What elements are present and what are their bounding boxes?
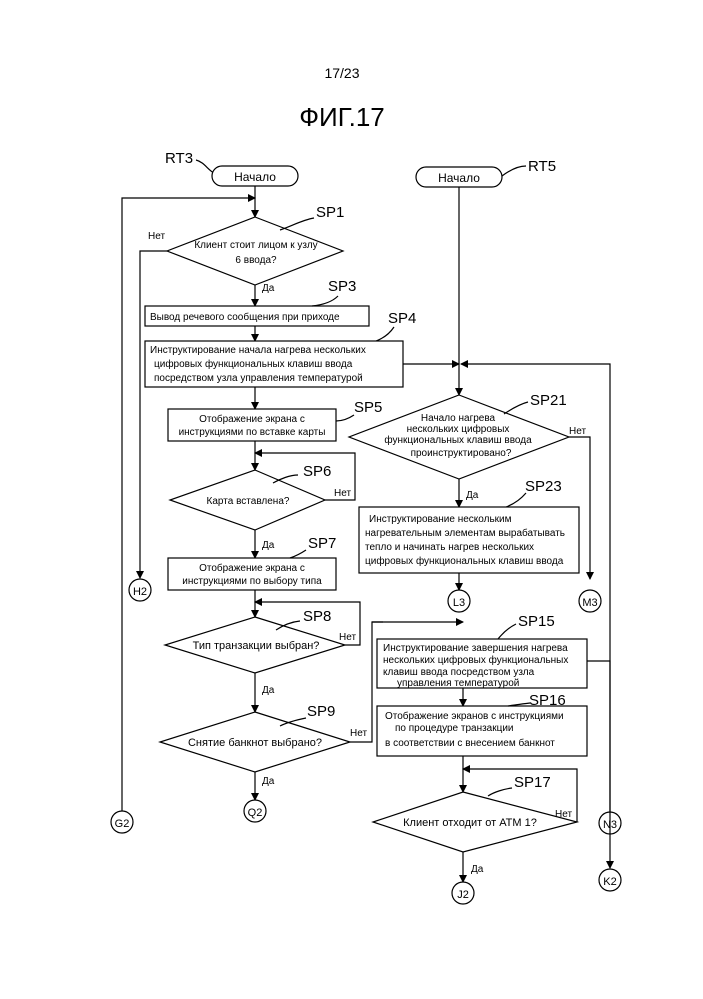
sp1-leader <box>280 218 314 230</box>
sp1-no-to-h2 <box>140 251 167 578</box>
routine-rt3-label: RT3 <box>165 150 193 167</box>
start-label-left: Начало <box>234 170 276 184</box>
rt5-leader-line <box>502 166 526 176</box>
sp17-text-line1: Клиент отходит от АТМ 1? <box>403 817 537 829</box>
sp21-no-label: Нет <box>569 426 586 437</box>
sp9-text-line1: Снятие банкнот выбрано? <box>188 737 322 749</box>
sp4-leader <box>376 327 394 341</box>
sp5-text-line1: Отображение экрана с <box>199 413 305 425</box>
sp5-leader <box>336 415 354 421</box>
routine-rt5-label: RT5 <box>528 158 556 175</box>
sp6-yes-label: Да <box>262 540 275 551</box>
sp1-text-line2: 6 ввода? <box>235 255 277 266</box>
rt3-leader-line <box>196 160 214 173</box>
connector-m3-label: M3 <box>582 597 597 609</box>
connector-g2-label: G2 <box>115 818 130 830</box>
sp1-yes-label: Да <box>262 283 275 294</box>
sp23-text-line1: Инструктирование нескольким <box>369 514 512 525</box>
sp5-step-id: SP5 <box>354 399 382 416</box>
sp1-no-label: Нет <box>148 231 165 242</box>
sp21-text-line4: проинструктировано? <box>411 448 512 459</box>
sp17-no-label: Нет <box>555 809 572 820</box>
figure-title: ФИГ.17 <box>299 102 385 132</box>
sp9-no-label: Нет <box>350 728 367 739</box>
connector-q2-label: Q2 <box>248 807 263 819</box>
sp15-text-line3: клавиш ввода посредством узла <box>383 667 535 678</box>
sp21-leader <box>504 402 528 414</box>
sp15-leader <box>498 624 516 639</box>
connector-k2-label: K2 <box>603 876 616 888</box>
sp3-step-id: SP3 <box>328 278 356 295</box>
sp16-step-id: SP16 <box>529 692 566 709</box>
sp21-text-line3: функциональных клавиш ввода <box>384 434 532 446</box>
sp9-step-id: SP9 <box>307 703 335 720</box>
sp7-text-line1: Отображение экрана с <box>199 562 305 574</box>
sp15-to-k2 <box>587 661 610 868</box>
sp21-text-line2: нескольких цифровых <box>407 423 510 435</box>
sp15-text-line1: Инструктирование завершения нагрева <box>383 643 568 654</box>
sp7-text-line2: инструкциями по выбору типа <box>182 575 322 587</box>
sp6-step-id: SP6 <box>303 463 331 480</box>
sp23-text-line3: тепло и начинать нагрев нескольких <box>365 542 534 553</box>
sp15-text-line4: управления температурой <box>397 678 519 689</box>
sp3-leader <box>312 296 338 306</box>
sp17-leader <box>488 788 512 796</box>
sp5-text-line2: инструкциями по вставке карты <box>179 427 326 438</box>
sp7-step-id: SP7 <box>308 535 336 552</box>
sp23-text-line4: цифровых функциональных клавиш ввода <box>365 555 564 567</box>
sp23-leader <box>506 493 526 507</box>
sp21-step-id: SP21 <box>530 392 567 409</box>
sp17-step-id: SP17 <box>514 774 551 791</box>
sp16-text-line3: в соответствии с внесением банкнот <box>385 737 555 749</box>
sp6-text-line1: Карта вставлена? <box>207 496 290 507</box>
sp16-text-line2: по процедуре транзакции <box>395 723 514 734</box>
sp23-step-id: SP23 <box>525 478 562 495</box>
sp23-text-line2: нагревательным элементам вырабатывать <box>365 527 565 539</box>
sp1-text-line1: Клиент стоит лицом к узлу <box>194 240 317 251</box>
sp21-text-line1: Начало нагрева <box>421 413 496 424</box>
page-number: 17/23 <box>324 65 359 81</box>
sp17-yes-label: Да <box>471 864 484 875</box>
sp4-step-id: SP4 <box>388 310 416 327</box>
sp15-text-line2: нескольких цифровых функциональных <box>383 654 568 666</box>
sp8-text-line1: Тип транзакции выбран? <box>193 640 320 652</box>
sp8-yes-label: Да <box>262 685 275 696</box>
sp4-text-line3: посредством узла управления температурой <box>154 373 363 384</box>
sp16-text-line1: Отображение экранов с инструкциями <box>385 710 564 722</box>
sp4-text-line2: цифровых функциональных клавиш ввода <box>154 358 353 370</box>
sp9-yes-label: Да <box>262 776 275 787</box>
start-label-right: Начало <box>438 171 480 185</box>
sp1-step-id: SP1 <box>316 204 344 221</box>
decision-sp1 <box>167 217 343 285</box>
sp8-step-id: SP8 <box>303 608 331 625</box>
sp15-step-id: SP15 <box>518 613 555 630</box>
sp8-no-label: Нет <box>339 632 356 643</box>
sp4-text-line1: Инструктирование начала нагрева нескольк… <box>150 345 366 356</box>
connector-h2-label: H2 <box>133 586 147 598</box>
sp7-leader <box>290 550 306 558</box>
connector-l3-label: L3 <box>453 597 465 609</box>
connector-j2-label: J2 <box>457 889 469 901</box>
sp21-yes-label: Да <box>466 490 479 501</box>
sp3-text-line1: Вывод речевого сообщения при приходе <box>150 311 340 323</box>
sp6-no-label: Нет <box>334 488 351 499</box>
